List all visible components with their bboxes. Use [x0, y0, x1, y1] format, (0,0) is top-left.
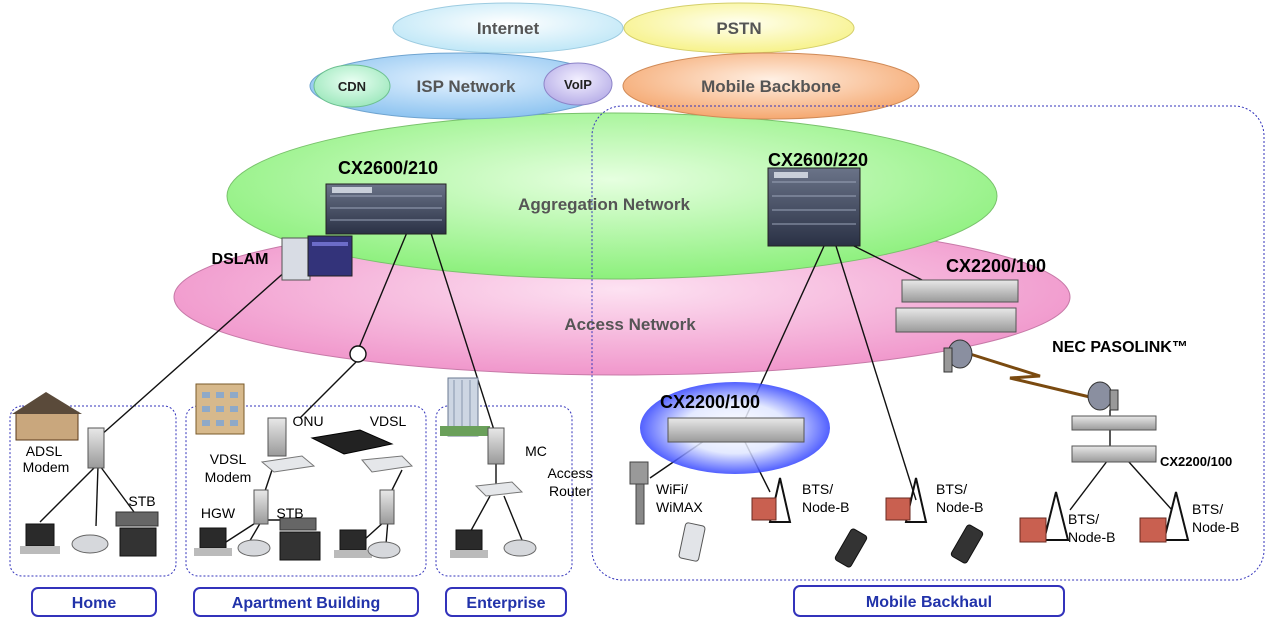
home-tab: Home — [31, 587, 157, 617]
home-tab-label: Home — [72, 595, 117, 612]
cx2200-100-top-label: CX2200/100 — [946, 256, 1046, 276]
aggregation-network-label: Aggregation Network — [518, 195, 690, 214]
phone-icon — [71, 534, 109, 554]
bts-label: Node-B — [936, 499, 983, 515]
bts-tower-icon — [1019, 491, 1070, 543]
phone-icon — [237, 539, 271, 557]
microwave-link — [969, 352, 1095, 400]
mc-icon — [487, 427, 505, 465]
vdsl-modem-icon — [260, 455, 316, 473]
stb-label: STB — [128, 493, 155, 509]
hgw-icon — [379, 489, 395, 525]
dish-antenna-icon — [1087, 381, 1119, 411]
house-icon — [12, 392, 82, 441]
isp-network-label: ISP Network — [417, 77, 516, 96]
adsl-modem-label: Modem — [23, 459, 70, 475]
vdsl-modem-icon — [361, 455, 414, 473]
adsl-modem-icon — [87, 427, 105, 469]
bts-label: BTS/ — [936, 481, 967, 497]
cx2600-220-label: CX2600/220 — [768, 150, 868, 170]
stb-label: STB — [276, 505, 303, 521]
bts-label: BTS/ — [1068, 511, 1099, 527]
vdsl-modem-label: VDSL — [210, 451, 247, 467]
bts-label: BTS/ — [802, 481, 833, 497]
access-network-label: Access Network — [564, 315, 696, 334]
vdsl-label: VDSL — [370, 413, 407, 429]
dslam-label: DSLAM — [212, 251, 269, 268]
pc-icon — [194, 527, 232, 556]
pstn-label: PSTN — [716, 19, 761, 38]
cdn-label: CDN — [338, 79, 366, 94]
voip-cloud — [543, 62, 613, 106]
pstn-cloud — [623, 2, 855, 54]
hgw-icon — [253, 489, 269, 525]
voip-label: VoIP — [564, 77, 592, 92]
optical-splitter — [349, 345, 367, 363]
bts-label: BTS/ — [1192, 501, 1223, 517]
access-router-label: Access — [547, 465, 592, 481]
stb-icon — [115, 511, 159, 557]
cx2200-100-small-label: CX2200/100 — [1160, 454, 1232, 469]
access-router-icon — [474, 481, 524, 497]
mc-label: MC — [525, 443, 547, 459]
mobile-backhaul-tab: Mobile Backhaul — [793, 585, 1065, 617]
cx2200-100-mid-device — [640, 382, 830, 474]
cx2600-210-label: CX2600/210 — [338, 158, 438, 178]
vdsl-switch-icon — [310, 429, 394, 455]
mobile-phone-icon — [834, 528, 868, 568]
wifi-access-point-icon — [629, 461, 649, 525]
onu-icon — [267, 417, 287, 457]
hgw-label: HGW — [201, 505, 236, 521]
mobile-backhaul-tab-label: Mobile Backhaul — [866, 594, 992, 611]
wifi-label: WiMAX — [656, 499, 703, 515]
mobile-phone-icon — [678, 522, 706, 562]
bts-tower-icon — [751, 477, 792, 523]
bts-tower-icon — [885, 477, 928, 523]
pc-icon — [334, 529, 372, 558]
pc-icon — [450, 529, 488, 558]
enterprise-tab-label: Enterprise — [466, 595, 545, 612]
stb-icon — [279, 517, 321, 561]
enterprise-frame — [435, 405, 573, 577]
apartment-frame — [185, 405, 427, 577]
adsl-modem-label: ADSL — [26, 443, 63, 459]
dish-antenna-icon — [943, 339, 973, 373]
bts-label: Node-B — [1068, 529, 1115, 545]
phone-icon — [503, 539, 537, 557]
bts-tower-icon — [1139, 491, 1190, 543]
cdn-cloud — [313, 64, 391, 108]
mobile-backbone-cloud — [622, 52, 920, 120]
office-building-icon — [440, 377, 490, 437]
apartment-tab: Apartment Building — [193, 587, 419, 617]
enterprise-tab: Enterprise — [445, 587, 567, 617]
phone-icon — [367, 541, 401, 559]
apartment-tab-label: Apartment Building — [232, 595, 380, 612]
cx2200-100-top-device — [895, 279, 1019, 333]
cx2600-210-device — [325, 183, 447, 235]
bts-label: Node-B — [1192, 519, 1239, 535]
mobile-backhaul-frame — [591, 105, 1265, 581]
home-frame — [9, 405, 177, 577]
access-router-label: Router — [549, 483, 591, 499]
cx2200-100-small-device — [1071, 415, 1157, 463]
internet-label: Internet — [477, 19, 540, 38]
pc-icon — [20, 523, 60, 554]
cx2600-220-device — [767, 167, 861, 247]
internet-cloud — [392, 2, 624, 54]
cx2200-100-mid-label: CX2200/100 — [660, 392, 760, 412]
bts-label: Node-B — [802, 499, 849, 515]
vdsl-modem-label: Modem — [205, 469, 252, 485]
wifi-label: WiFi/ — [656, 481, 688, 497]
mobile-phone-icon — [950, 524, 984, 564]
mobile-backbone-label: Mobile Backbone — [701, 77, 841, 96]
dslam-device — [281, 235, 353, 281]
onu-label: ONU — [292, 413, 323, 429]
apartment-building-icon — [195, 383, 245, 435]
pasolink-label: NEC PASOLINK™ — [1052, 339, 1188, 356]
